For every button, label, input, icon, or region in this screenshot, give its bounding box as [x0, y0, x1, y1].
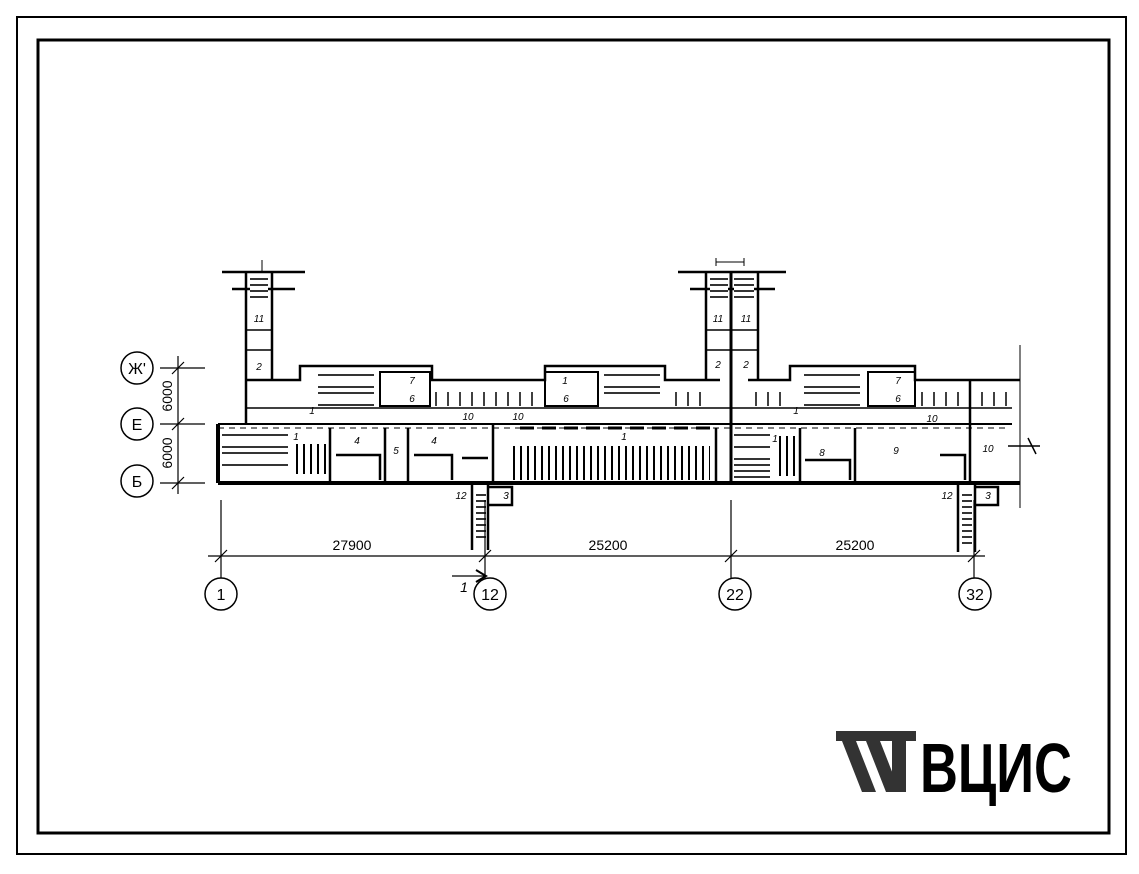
dim-bay-upper: 6000: [159, 380, 175, 411]
axis-label-12: 12: [481, 587, 499, 604]
logo-wordmark: ВЦИС: [920, 729, 1072, 807]
room-label: 4: [431, 436, 437, 447]
room-label: 7: [409, 376, 415, 387]
room-label: 1: [772, 434, 778, 445]
axis-label-1: 1: [217, 587, 226, 604]
room-label: 10: [982, 444, 994, 455]
axis-bubble-12: [473, 577, 507, 611]
room-label: 2: [742, 360, 749, 371]
room-label: 1: [562, 376, 568, 387]
axis-label-32: 32: [966, 587, 984, 604]
room-label: 8: [819, 448, 825, 459]
inner-frame: [36, 38, 1111, 835]
section-mark: 1: [460, 579, 468, 595]
axis-bubble-b: [120, 464, 154, 498]
room-label: 9: [893, 446, 899, 457]
room-label: 6: [409, 394, 415, 405]
dimension-values: 27900 25200 25200 6000 6000 1: [159, 380, 875, 595]
room-label: 1: [793, 406, 799, 417]
company-logo: ВЦИС: [836, 729, 1072, 807]
room-label: 3: [985, 491, 991, 502]
axis-bubble-32: [958, 577, 992, 611]
room-label: 6: [895, 394, 901, 405]
room-label: 11: [254, 314, 264, 325]
dim-span-1-12: 27900: [333, 537, 372, 553]
dim-span-12-22: 25200: [589, 537, 628, 553]
outer-frame: [16, 16, 1127, 855]
room-label: 5: [393, 446, 399, 457]
axis-bubble-zh: [120, 351, 154, 385]
room-label: 1: [293, 432, 299, 443]
room-labels: 1 1 1 1 1 1 2 2 2 3 3 4 4 5 6 6 6 7 7 8 …: [254, 314, 994, 502]
dim-bay-lower: 6000: [159, 437, 175, 468]
room-label: 10: [512, 412, 524, 423]
axis-label-22: 22: [726, 587, 744, 604]
axis-bubble-e: [120, 407, 154, 441]
room-label: 12: [455, 491, 467, 502]
axis-labels: 1 12 22 32 Ж' Е Б: [128, 361, 984, 604]
axis-bubble-22: [718, 577, 752, 611]
axis-bubble-1: [204, 577, 238, 611]
axis-label-b: Б: [132, 474, 143, 491]
room-label: 6: [563, 394, 569, 405]
building-plan: [216, 258, 1040, 552]
axis-label-e: Е: [132, 417, 143, 434]
room-label: 1: [621, 432, 627, 443]
room-label: 11: [741, 314, 751, 325]
room-label: 10: [926, 414, 938, 425]
dimension-lines: [160, 356, 985, 584]
room-label: 1: [309, 406, 315, 417]
dim-span-22-32: 25200: [836, 537, 875, 553]
logo-mark-icon: [836, 731, 916, 792]
room-label: 10: [462, 412, 474, 423]
room-label: 4: [354, 436, 360, 447]
room-label: 2: [714, 360, 721, 371]
room-label: 12: [941, 491, 953, 502]
axis-label-zh: Ж': [128, 361, 146, 378]
room-label: 2: [255, 362, 262, 373]
room-label: 3: [503, 491, 509, 502]
room-label: 11: [713, 314, 723, 325]
axis-bubbles: [120, 351, 992, 611]
room-label: 7: [895, 376, 901, 387]
